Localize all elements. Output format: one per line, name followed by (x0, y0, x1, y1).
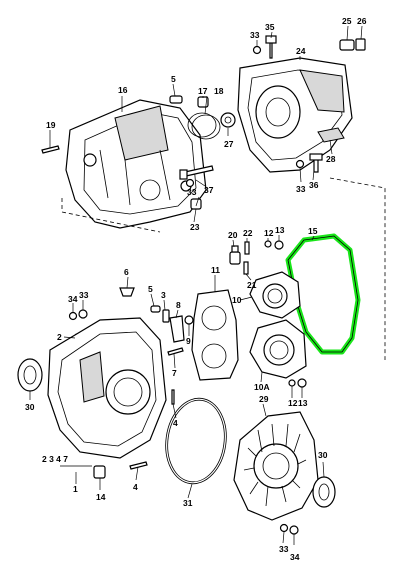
sensor-20[interactable] (229, 245, 241, 265)
nut-13-top[interactable] (274, 240, 284, 250)
label-2: 2 (57, 332, 62, 342)
stud-4-mid[interactable] (171, 389, 175, 405)
bolt-37[interactable] (179, 165, 214, 180)
o-ring-31[interactable] (160, 394, 231, 488)
label-33-bottom: 33 (279, 544, 289, 554)
pin-22[interactable] (244, 241, 250, 255)
label-29: 29 (259, 394, 269, 404)
bolt-35[interactable] (265, 35, 277, 59)
label-27: 27 (224, 139, 234, 149)
washer-34-left[interactable] (68, 311, 78, 321)
plug-23[interactable] (190, 198, 202, 210)
stud-19[interactable] (41, 145, 60, 154)
bolt-9[interactable] (184, 315, 194, 325)
label-7: 7 (172, 368, 177, 378)
label-33-right: 33 (296, 184, 306, 194)
label-16: 16 (118, 85, 128, 95)
transmission-housing-16[interactable] (65, 99, 207, 229)
label-33-left: 33 (79, 290, 89, 300)
breather-6[interactable] (119, 287, 135, 297)
mount-28[interactable] (317, 127, 345, 143)
gasket-11[interactable] (191, 289, 239, 381)
pin-3[interactable] (162, 309, 170, 323)
label-6: 6 (124, 267, 129, 277)
label-31: 31 (183, 498, 193, 508)
label-20: 20 (228, 230, 238, 240)
label-24: 24 (296, 46, 306, 56)
label-8: 8 (176, 300, 181, 310)
label-21: 21 (247, 280, 257, 290)
part-number-labels: 19 16 5 17 18 27 37 33 23 33 35 24 25 26… (25, 16, 367, 562)
side-cover-29[interactable] (233, 411, 319, 521)
label-10a: 10A (254, 382, 270, 392)
pin-5-top[interactable] (169, 95, 183, 104)
label-18: 18 (214, 86, 224, 96)
label-36: 36 (309, 180, 319, 190)
leader-lines (29, 25, 363, 545)
label-34-left: 34 (68, 294, 78, 304)
label-12-bottom: 12 (288, 398, 298, 408)
label-12-top: 12 (264, 228, 274, 238)
label-34-bottom: 34 (290, 552, 300, 562)
label-30-right: 30 (318, 450, 328, 460)
label-33-mid: 33 (187, 187, 197, 197)
shaft-25[interactable] (339, 39, 355, 51)
label-10: 10 (232, 295, 242, 305)
label-14: 14 (96, 492, 106, 502)
assembly-outline (61, 177, 386, 360)
label-19: 19 (46, 120, 56, 130)
snap-rings-18[interactable] (187, 112, 221, 140)
label-11: 11 (211, 265, 220, 275)
main-housing-1[interactable] (47, 317, 167, 459)
washer-33-bottom[interactable] (279, 523, 289, 533)
label-37: 37 (204, 185, 214, 195)
label-13-bottom: 13 (298, 398, 308, 408)
nut-34-bottom[interactable] (289, 525, 299, 535)
label-26: 26 (357, 16, 367, 26)
label-1: 1 (73, 484, 78, 494)
cover-plate-10a[interactable] (249, 319, 307, 379)
label-25: 25 (342, 16, 352, 26)
cover-plate-10[interactable] (249, 271, 301, 319)
seal-30-left[interactable] (17, 358, 43, 392)
washer-12-bottom[interactable] (288, 379, 296, 387)
nut-33-right[interactable] (295, 159, 305, 169)
seal-27[interactable] (220, 112, 236, 128)
label-3: 3 (161, 290, 166, 300)
label-33-top: 33 (250, 30, 260, 40)
pin-21[interactable] (243, 261, 249, 275)
bolt-36[interactable] (309, 153, 323, 173)
label-28: 28 (326, 154, 336, 164)
label-4-bottom: 4 (133, 482, 138, 492)
label-13-top: 13 (275, 225, 285, 235)
stud-7[interactable] (167, 347, 184, 356)
washer-33-top[interactable] (252, 45, 262, 55)
label-4-mid: 4 (173, 418, 178, 428)
nut-13-bottom[interactable] (297, 378, 307, 388)
label-9: 9 (186, 336, 191, 346)
label-group-2347: 2 3 4 7 (42, 454, 68, 464)
label-35: 35 (265, 22, 275, 32)
magnet-14[interactable] (93, 465, 106, 479)
label-5-mid: 5 (148, 284, 153, 294)
nut-33-mid[interactable] (185, 178, 195, 188)
label-23: 23 (190, 222, 200, 232)
intermediate-housing-24[interactable] (237, 57, 353, 173)
nut-33-left[interactable] (78, 309, 88, 319)
bracket-8[interactable] (169, 315, 185, 343)
label-22: 22 (243, 228, 253, 238)
nut-26[interactable] (355, 38, 366, 51)
seal-30-right[interactable] (312, 476, 336, 508)
label-30-left: 30 (25, 402, 35, 412)
stud-4-bottom[interactable] (129, 461, 148, 470)
label-17: 17 (198, 86, 208, 96)
pin-5-mid[interactable] (150, 305, 161, 313)
label-15: 15 (308, 226, 318, 236)
label-5-top: 5 (171, 74, 176, 84)
washer-12-top[interactable] (264, 240, 272, 248)
